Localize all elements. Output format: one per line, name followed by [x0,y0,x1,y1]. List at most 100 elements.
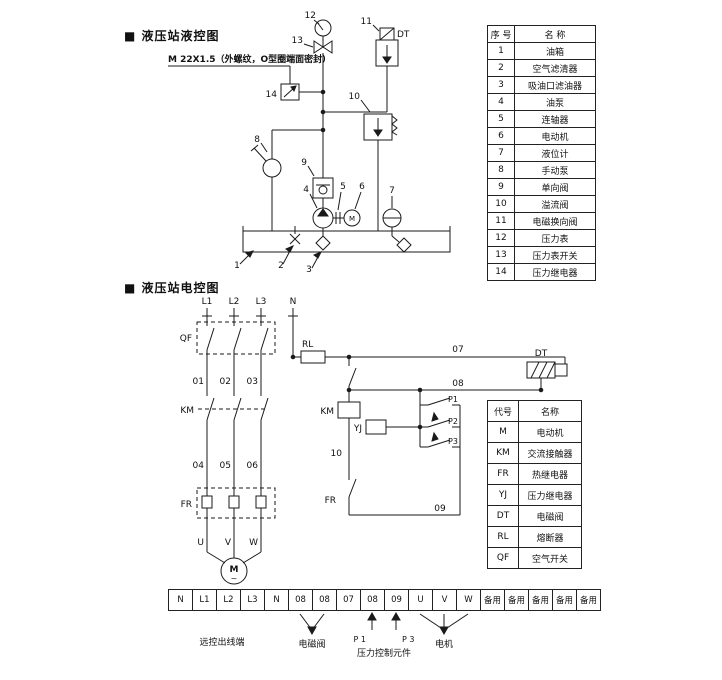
callout-11: 11 [361,17,372,27]
electrical-diagram-title: ■ 液压站电控图 [124,281,220,295]
terminal-cell: N [264,589,289,611]
terminal-cell: U [408,589,433,611]
callout-2: 2 [278,261,284,271]
terminal-cell: 备用 [528,589,553,611]
neutral-line [288,308,298,357]
callout-leaders [239,245,323,269]
level-gauge-symbol [382,196,412,253]
wire-08-label: 08 [452,379,464,389]
thread-note-leader [168,65,291,84]
motor-bottom-label: 电机 [435,638,453,650]
legend-header-row: 代号 名称 [487,400,582,422]
terminal-cell: 07 [336,589,361,611]
callout-4: 4 [303,185,309,195]
fuse-rl-label: RL [302,340,313,350]
terminal-cell: 09 [384,589,409,611]
solenoid-valve-symbol [372,24,399,112]
parts-header-row: 序 号 名 称 [487,25,596,43]
wire-07-label: 07 [452,345,463,355]
terminal-cell: L3 [240,589,265,611]
wire-10-label: 10 [331,449,343,459]
electrical-junctions [290,354,544,430]
callout-7: 7 [389,186,395,196]
pressure-gauge-symbol [313,19,332,41]
p3-contact-label: P3 [448,437,458,446]
motor-symbol-hydraulic [343,191,362,227]
pressure-element-label: 压力控制元件 [357,647,411,659]
callout-13: 13 [292,36,303,46]
hydraulic-main-line [322,53,387,208]
callout-5: 5 [340,182,346,192]
wire-09-label: 09 [434,504,446,514]
terminal-w-label: W [249,538,258,548]
terminal-cell: W [456,589,481,611]
electrical-motor-letter: M [230,565,239,575]
pump-symbol [309,193,334,236]
hydraulic-junctions [320,89,326,133]
solenoid-dt-label: DT [535,349,548,359]
phase-l2-label: L2 [229,297,240,307]
terminal-cell: N [168,589,193,611]
motor-symbol-electrical [220,557,248,585]
terminal-cell: V [432,589,457,611]
terminal-cell: L2 [216,589,241,611]
contactor-km-label: KM [180,406,194,416]
suction-filter-symbol [315,235,331,251]
electrical-motor-wave: ~ [231,574,238,583]
terminal-cell: 备用 [504,589,529,611]
breaker-qf-label: QF [180,334,192,344]
callout-9: 9 [301,158,307,168]
wire-04-label: 04 [193,461,205,471]
neutral-label: N [290,297,297,307]
callout-3: 3 [306,265,312,275]
p1-bottom-label: P 1 [354,635,366,644]
p2-contact-label: P2 [448,417,458,426]
hydraulic-motor-letter: M [349,215,355,223]
solenoid-bottom-label: 电磁阀 [298,638,325,650]
wire-03-label: 03 [247,377,258,387]
breaker-qf-symbol [196,321,276,355]
tank-symbol [242,226,451,253]
terminal-cell: 08 [288,589,313,611]
terminal-cell: L1 [192,589,217,611]
wire-05-label: 05 [220,461,231,471]
callout-10: 10 [349,92,361,102]
thermal-fr-label: FR [181,500,192,510]
air-filter-symbol [289,226,301,245]
control-circuit [293,350,568,516]
wire-06-label: 06 [247,461,259,471]
terminal-cell: 备用 [552,589,577,611]
legend-header-name: 名称 [518,400,582,422]
terminal-cell: 08 [312,589,337,611]
terminal-u-label: U [197,538,204,548]
remote-terminal-label: 远控出线端 [199,636,244,648]
gauge-switch-symbol [303,40,333,54]
callout-1: 1 [234,261,240,271]
terminal-annotations [299,611,469,636]
parts-header-name: 名 称 [514,25,596,43]
coupling-symbol [333,191,344,224]
parts-header-no: 序 号 [487,25,515,43]
hydraulic-diagram-title: ■ 液压站液控图 [124,29,220,43]
pressure-relay-symbol [280,83,323,101]
manual-pump-symbol [250,129,323,231]
thermal-relay-fr-symbol [196,487,276,519]
dt-valve-label: DT [397,30,410,40]
